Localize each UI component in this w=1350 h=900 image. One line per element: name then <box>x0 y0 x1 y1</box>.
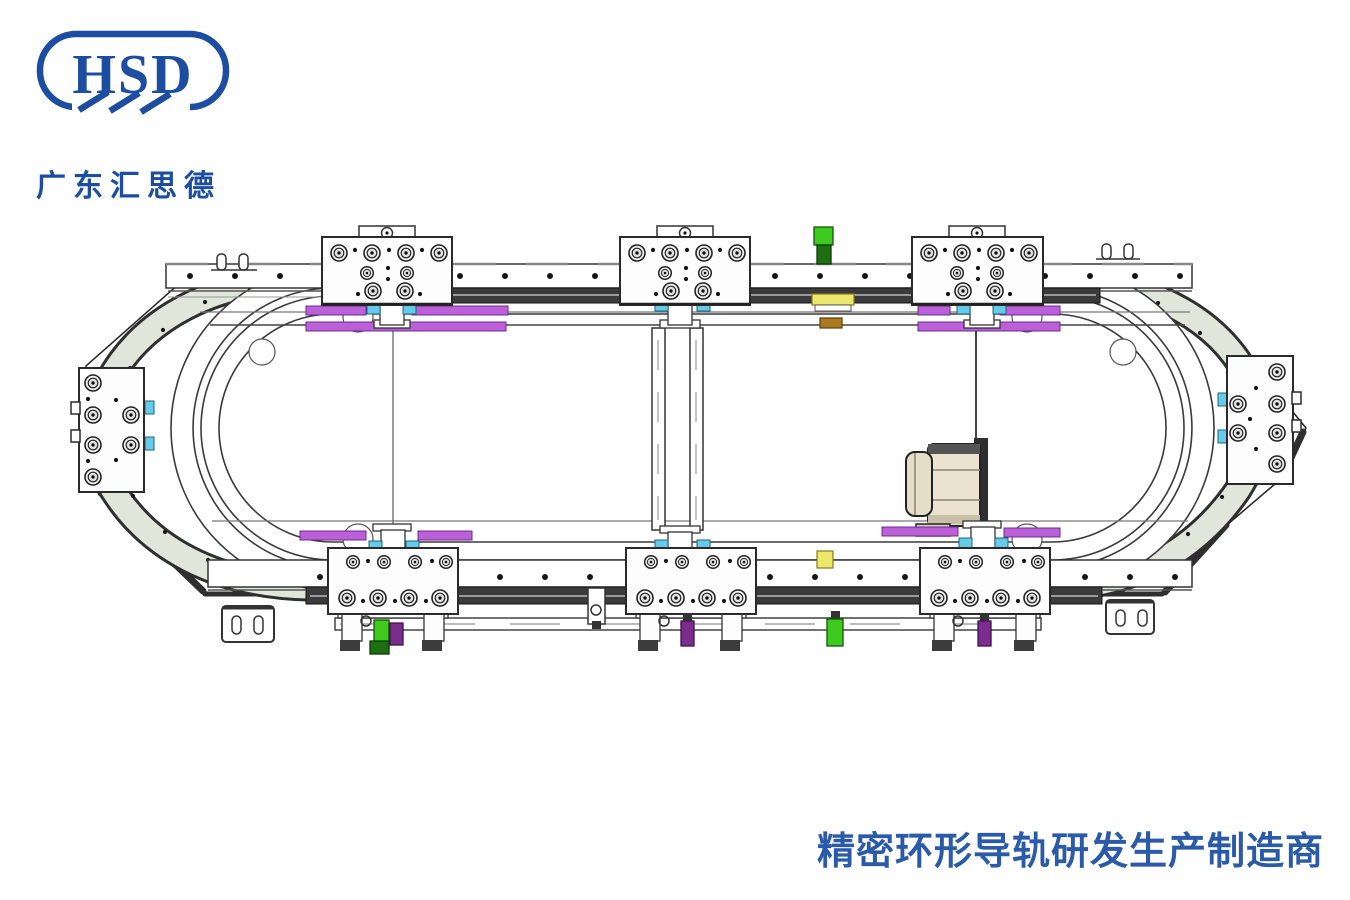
hsd-logo-emblem: HSD <box>36 30 230 115</box>
sensor-block-bottom-yellow <box>816 550 834 569</box>
carriage-top-mid <box>619 225 751 306</box>
flag-cluster-left <box>369 619 404 655</box>
carriage-top-left <box>321 225 453 306</box>
sensor-flag-top-green <box>813 226 834 265</box>
purple-flag-mid <box>680 613 695 647</box>
lubrication-strips-bottom <box>299 526 1061 541</box>
carriage-side-left <box>70 367 155 493</box>
sensor-block-top-yellow <box>811 293 855 329</box>
mount-ear-left <box>211 253 257 271</box>
logo-slashes <box>77 89 172 115</box>
hanging-bracket <box>587 587 606 629</box>
carriage-side-right <box>1217 355 1302 485</box>
mount-foot-left <box>221 605 275 643</box>
mount-ear-right <box>1096 243 1140 260</box>
platform-edges <box>392 330 977 524</box>
hsd-logo: HSD 广东汇思德 <box>36 30 246 205</box>
company-name: 广东汇思德 <box>36 170 221 203</box>
mount-foot-right <box>1105 599 1155 635</box>
purple-flag-right <box>977 613 992 647</box>
carriage-top-right <box>911 225 1044 306</box>
slogan-text: 精密环形导轨研发生产制造商 <box>816 831 1324 873</box>
logo-text: HSD <box>72 44 193 106</box>
sensor-flag-bottom-green <box>826 611 844 647</box>
